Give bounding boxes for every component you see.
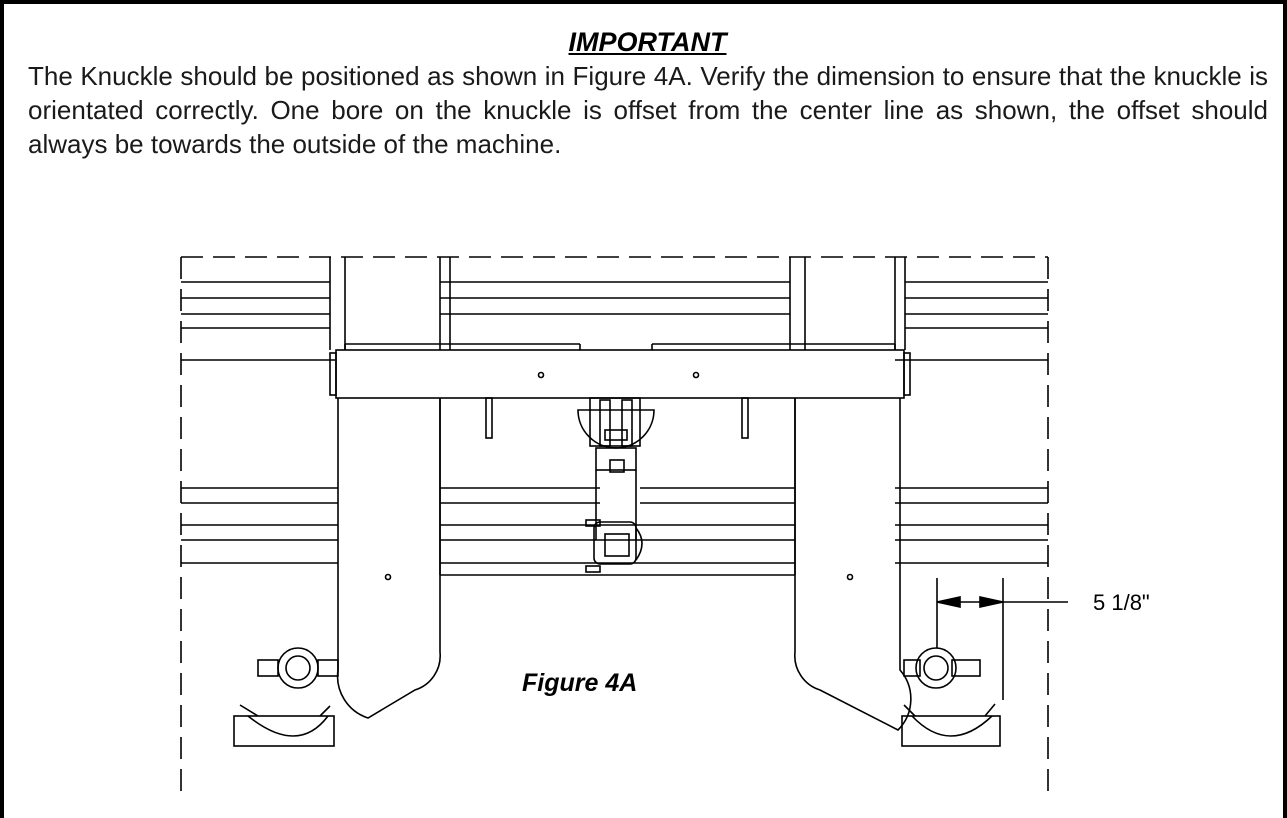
notice-body: The Knuckle should be positioned as show… xyxy=(28,61,1268,159)
frame-members xyxy=(181,281,1048,576)
notice-heading: IMPORTANT xyxy=(568,27,727,57)
left-knuckle-arm xyxy=(233,398,441,747)
center-hitch xyxy=(577,397,655,573)
dimension-label: 5 1/8" xyxy=(1093,590,1150,615)
cross-beam xyxy=(329,343,911,439)
right-knuckle-arm xyxy=(794,398,1001,747)
figure-label: Figure 4A xyxy=(522,669,637,697)
dashed-frame-outline xyxy=(180,256,1049,795)
dimension-indicator xyxy=(936,578,1068,700)
vertical-posts xyxy=(329,257,906,575)
